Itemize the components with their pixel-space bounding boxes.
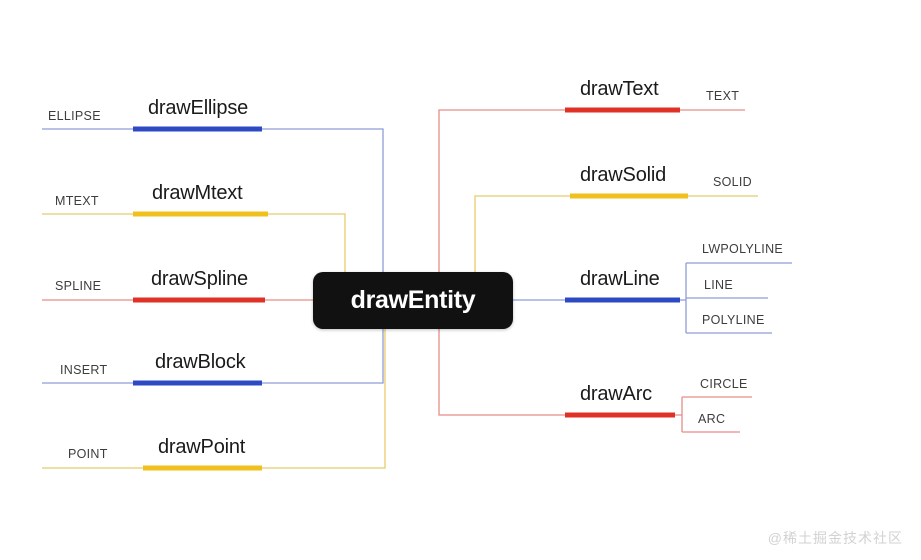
node-label-drawellipse: drawEllipse bbox=[148, 97, 249, 119]
node-label-drawmtext: drawMtext bbox=[152, 182, 243, 204]
leaf-label-mtext: MTEXT bbox=[55, 194, 99, 208]
leaf-label-solid: SOLID bbox=[713, 175, 753, 189]
leaf-label-ellipse: ELLIPSE bbox=[48, 109, 101, 123]
watermark: @稀土掘金技术社区 bbox=[767, 530, 903, 546]
leaf-label-spline: SPLINE bbox=[55, 279, 102, 293]
node-label-drawblock: drawBlock bbox=[155, 351, 246, 373]
leaf-label-lwpolyline: LWPOLYLINE bbox=[702, 242, 784, 256]
node-label-drawarc: drawArc bbox=[580, 383, 652, 405]
node-label-drawpoint: drawPoint bbox=[158, 436, 246, 458]
leaf-label-polyline: POLYLINE bbox=[702, 313, 765, 327]
center-node-label: drawEntity bbox=[350, 286, 476, 314]
leaf-label-circle: CIRCLE bbox=[700, 377, 748, 391]
center-node[interactable]: drawEntity bbox=[313, 272, 513, 329]
leaf-label-point: POINT bbox=[68, 447, 108, 461]
leaf-label-insert: INSERT bbox=[60, 363, 108, 377]
node-label-drawline: drawLine bbox=[580, 268, 660, 290]
node-label-drawsolid: drawSolid bbox=[580, 164, 667, 186]
leaf-label-line: LINE bbox=[704, 278, 733, 292]
leaf-label-arc: ARC bbox=[698, 412, 726, 426]
leaf-label-text: TEXT bbox=[706, 89, 740, 103]
branch-right-drawline bbox=[513, 262, 792, 334]
node-label-drawspline: drawSpline bbox=[151, 268, 248, 290]
node-label-drawtext: drawText bbox=[580, 78, 659, 100]
